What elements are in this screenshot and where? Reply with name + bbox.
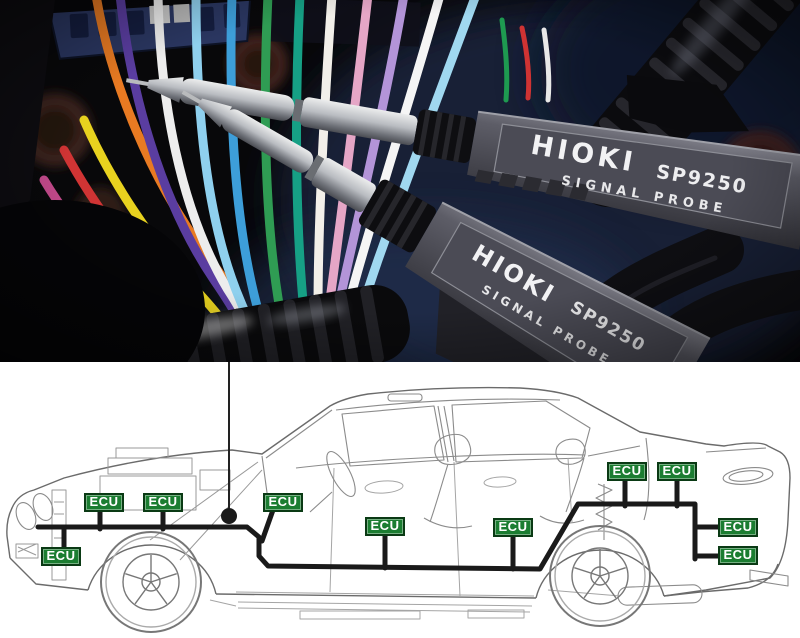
rear-wheel-arch — [535, 549, 665, 599]
ecu-badge-cowl: ECU — [263, 493, 303, 512]
muffler — [617, 584, 703, 606]
probe-photo-svg: HIOKI SP9250 SIGNAL PROBE HIOKI SP9250 S… — [0, 0, 800, 433]
front-wheel-arch — [87, 544, 217, 595]
harness-branch — [259, 507, 276, 544]
photo-vignette — [0, 0, 800, 362]
harness-trunk — [35, 501, 698, 572]
ecu-badge-floor-front: ECU — [365, 517, 405, 536]
front-seat — [423, 433, 473, 529]
ecu-badge-engine-bay-right: ECU — [143, 493, 183, 512]
harness-lines — [35, 477, 721, 572]
ecu-badge-front-lower: ECU — [41, 547, 81, 566]
ecu-badge-rear-shelf-left: ECU — [607, 462, 647, 481]
probe-photo: HIOKI SP9250 SIGNAL PROBE HIOKI SP9250 S… — [0, 0, 800, 433]
ecu-badge-floor-rear: ECU — [493, 518, 533, 537]
interior-parts — [261, 433, 586, 529]
car-underside — [9, 557, 779, 599]
cabin-lines — [265, 393, 650, 521]
steering-wheel — [326, 450, 356, 498]
car-body-outline — [6, 386, 791, 597]
rear-details — [595, 447, 789, 606]
ecu-badge-rear-lower: ECU — [718, 546, 758, 565]
exhaust-tip — [749, 569, 789, 587]
underbody-parts — [209, 589, 621, 620]
ecu-location-diagram — [0, 362, 800, 638]
taillight — [722, 467, 774, 485]
ecu-badge-engine-bay-left: ECU — [84, 493, 124, 512]
rear-wheel — [549, 525, 651, 627]
front-wheel — [100, 531, 202, 633]
front-lamps — [15, 493, 54, 530]
door-lines — [235, 457, 573, 607]
ecu-badge-rear-upper: ECU — [718, 518, 758, 537]
ecu-badge-rear-shelf-right: ECU — [657, 462, 697, 481]
car-wireframe — [6, 386, 791, 633]
rear-seat — [539, 438, 586, 524]
car-diagram-svg — [6, 362, 791, 633]
probe-contact-dot — [221, 508, 237, 524]
